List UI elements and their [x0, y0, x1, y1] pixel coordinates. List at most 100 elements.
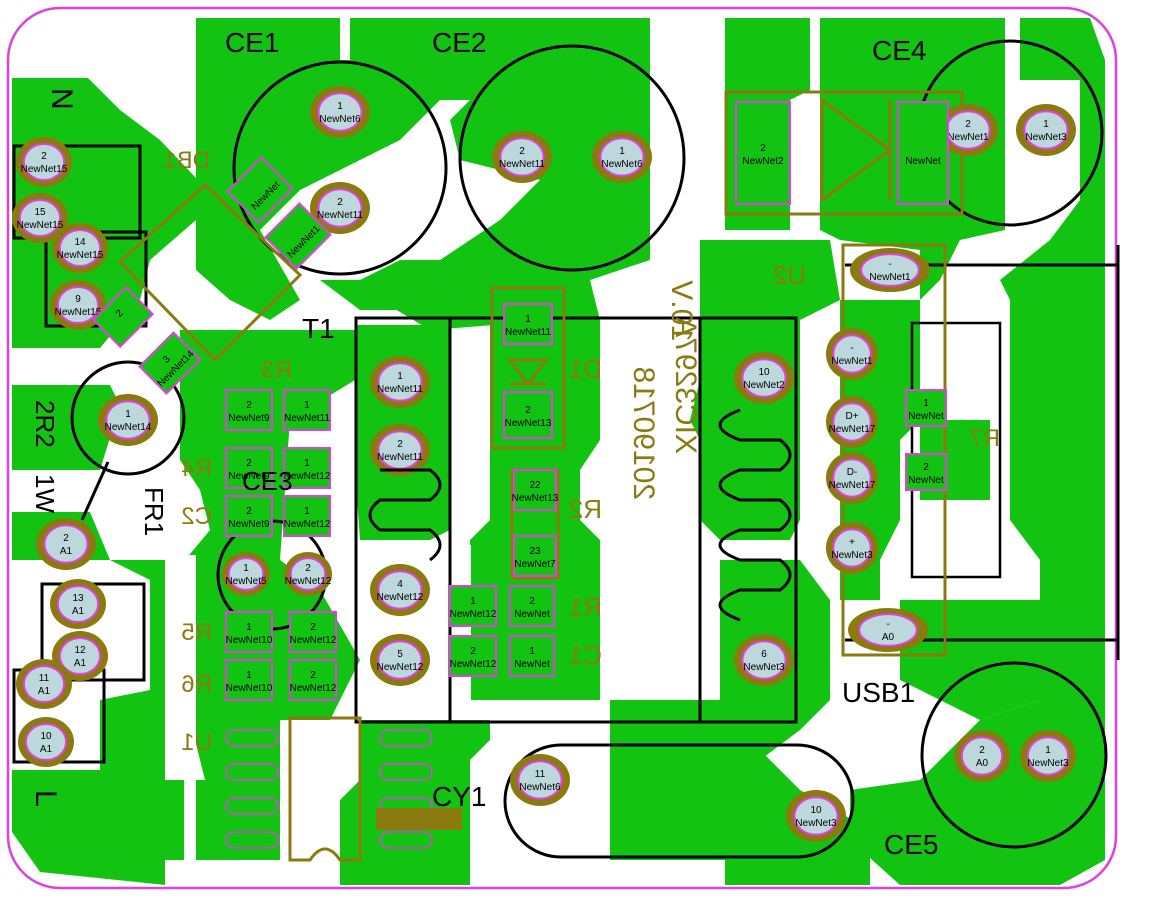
- pad-number: D-: [847, 467, 858, 478]
- pad-number: 1: [397, 371, 403, 382]
- transformer-outline: [354, 316, 798, 724]
- smd-pad-net: NewNet2: [742, 156, 784, 167]
- pad-net: NewNet15: [57, 250, 104, 261]
- u1-pad-6: [379, 763, 433, 781]
- smd-pad-number: 2: [310, 670, 316, 681]
- pad-number: 2: [305, 563, 311, 574]
- pad-number: 12: [74, 645, 86, 656]
- pad-net: A1: [72, 606, 85, 617]
- pad-number: 1: [619, 146, 625, 157]
- pad-net: NewNet3: [1027, 758, 1069, 769]
- pad-net: NewNet11: [377, 384, 423, 395]
- smd-pad-body: [225, 495, 273, 537]
- smd-pad-number: 2: [310, 622, 316, 633]
- smd-pad-number: 2: [246, 458, 252, 469]
- smd-pad-net: NewNet13: [505, 418, 552, 429]
- smd-pad-net: NewNet10: [226, 635, 273, 646]
- fr1-leg: [80, 461, 110, 521]
- label-ce4: CE4: [872, 35, 926, 66]
- through-hole-pads: 1NewNet62NewNet112NewNet111NewNet62NewNe…: [12, 86, 1076, 842]
- pad-number: 2: [337, 197, 343, 208]
- transformer-winding-secondary: [718, 408, 792, 622]
- pad-number: 2: [63, 533, 69, 544]
- pad-net: NewNet11: [499, 159, 545, 170]
- ce1-outline: [232, 60, 448, 276]
- pad-number: 10: [810, 805, 822, 816]
- label-r7: R7: [969, 425, 1000, 452]
- pad-net: A0: [882, 632, 895, 643]
- label-c1: C1: [569, 640, 602, 670]
- smd-pad-number: 1: [246, 670, 252, 681]
- pad-hole: [832, 528, 872, 568]
- smd-pad-net: NewNet12: [450, 659, 497, 670]
- pad-net: NewNet15: [55, 307, 102, 318]
- pad-hole: [317, 92, 363, 132]
- mirrored-labels: DB1 R3 R4 C2 R5 R6 U1 U2 D1 R2 R1 C1 R7 …: [163, 147, 1000, 756]
- pad-number: 2: [979, 745, 985, 756]
- pad-number: -: [886, 619, 889, 630]
- smd-pad-number: 1: [525, 314, 531, 325]
- pad-a1-2: 2A1: [36, 518, 96, 570]
- smd-pad-body: [225, 389, 273, 431]
- ce2-outline: [458, 44, 686, 272]
- pad-net: NewNet17: [829, 424, 876, 435]
- pad-hole: [832, 458, 872, 498]
- pad-number: 10: [758, 367, 770, 378]
- label-r3: R3: [261, 357, 292, 384]
- pad-number: 15: [34, 207, 46, 218]
- pad-hole: [793, 796, 839, 836]
- smd-pad-body: [283, 495, 331, 537]
- cy1-outline: [503, 743, 855, 859]
- pad-number: 9: [75, 294, 81, 305]
- pad-ce5-2: 2A0: [954, 730, 1010, 782]
- pad-number: 2: [41, 151, 47, 162]
- pad-number: -: [850, 343, 853, 354]
- label-fr1: FR1: [139, 487, 169, 536]
- pad-net: A0: [976, 758, 989, 769]
- pad-number: 11: [535, 769, 546, 780]
- label-chip: XIC3297A: [669, 317, 702, 454]
- label-c2: C2: [181, 503, 212, 530]
- component-labels: CE1 CE2 CE4 CE3 CE5 T1 FR1 CY1 USB1 N L …: [29, 27, 938, 860]
- pad-hole: [105, 400, 151, 440]
- pad-net: A1: [60, 546, 73, 557]
- u1-pad-3: [225, 797, 279, 815]
- pad-hole: [377, 570, 423, 610]
- pad-net: NewNet12: [377, 662, 424, 673]
- pad-net: NewNet1: [869, 272, 911, 283]
- pad-net: NewNet15: [17, 220, 64, 231]
- smd-pad-net: NewNet9: [228, 519, 270, 530]
- smd-pad-number: 1: [304, 400, 310, 411]
- pad-number: 10: [40, 731, 52, 742]
- pad-number: 11: [39, 673, 50, 684]
- label-date: 20190718: [627, 367, 660, 500]
- smd-pad-number: 2: [529, 596, 535, 607]
- smd-pad-net: NewNet: [908, 411, 944, 422]
- label-ce3: CE3: [242, 466, 293, 496]
- label-r2: R2: [569, 494, 602, 524]
- pad-hole: [377, 362, 423, 402]
- smd-pad-body: [225, 447, 273, 489]
- pad-number: 2: [397, 439, 403, 450]
- pad-hole: [517, 760, 563, 800]
- pad-hole: [289, 557, 327, 591]
